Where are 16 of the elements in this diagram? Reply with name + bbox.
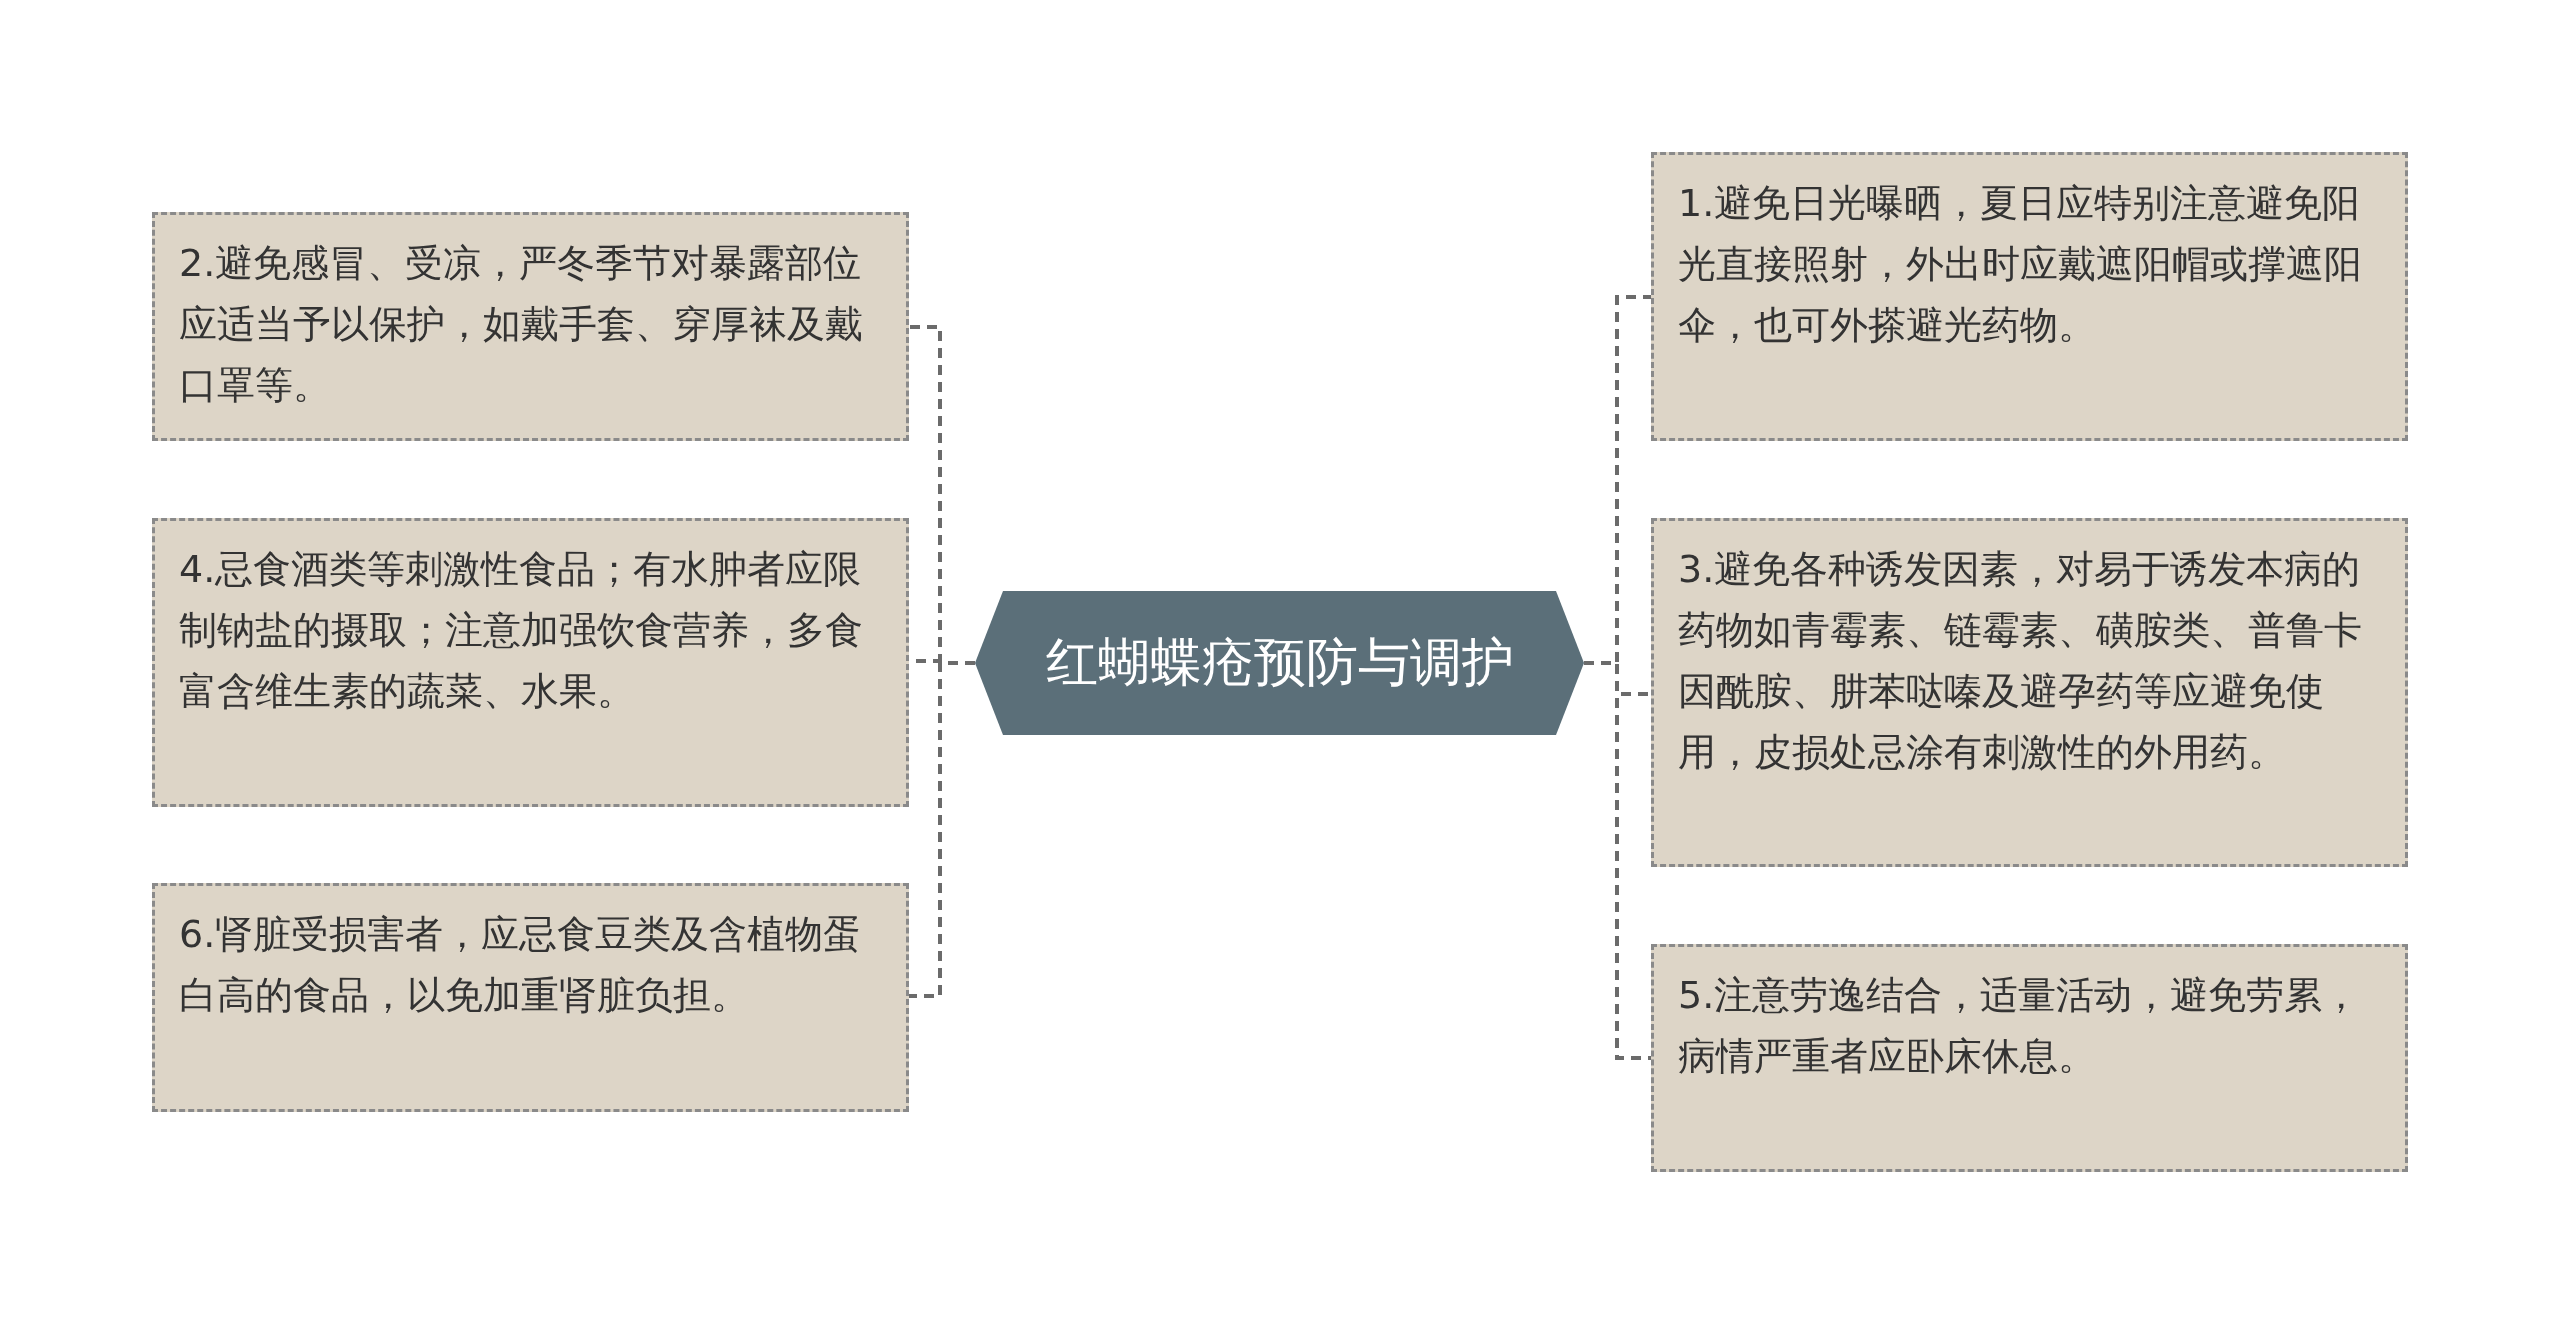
text-box xyxy=(152,518,909,807)
text-box xyxy=(152,883,909,1112)
connector-line xyxy=(909,661,975,998)
text-box xyxy=(1651,152,2408,441)
node-text: 1.避免日光曝晒，夏日应特别注意避免阳光直接照射，外出时应戴遮阳帽或撑遮阳伞，也可外搽避光药物。 xyxy=(1678,180,2363,349)
hexagon-node xyxy=(975,591,1584,735)
text-box xyxy=(1651,944,2408,1172)
connector-line xyxy=(1584,661,1651,1060)
node-text: 2.避免感冒、受凉，严冬季节对暴露部位应适当予以保护，如戴手套、穿厚袜及戴口罩等。 xyxy=(179,240,864,409)
text-box xyxy=(152,212,909,441)
text-box xyxy=(1651,518,2408,867)
node-text: 红蝴蝶疮预防与调护 xyxy=(1045,631,1514,694)
node-text: 6.肾脏受损害者，应忌食豆类及含植物蛋白高的食品，以免加重肾脏负担。 xyxy=(179,911,863,1019)
node-text: 4.忌食酒类等刺激性食品；有水肿者应限制钠盐的摄取；注意加强饮食营养，多食富含维生素的蔬菜、水果。 xyxy=(179,546,864,715)
node-text: 3.避免各种诱发因素，对易于诱发本病的药物如青霉素、链霉素、磺胺类、普鲁卡因酰胺、肼苯哒嗪及避孕药等应避免使用，皮损处忌涂有刺激性的外用药。 xyxy=(1678,546,2363,776)
node-text: 5.注意劳逸结合，适量活动，避免劳累，病情严重者应卧床休息。 xyxy=(1678,972,2362,1080)
